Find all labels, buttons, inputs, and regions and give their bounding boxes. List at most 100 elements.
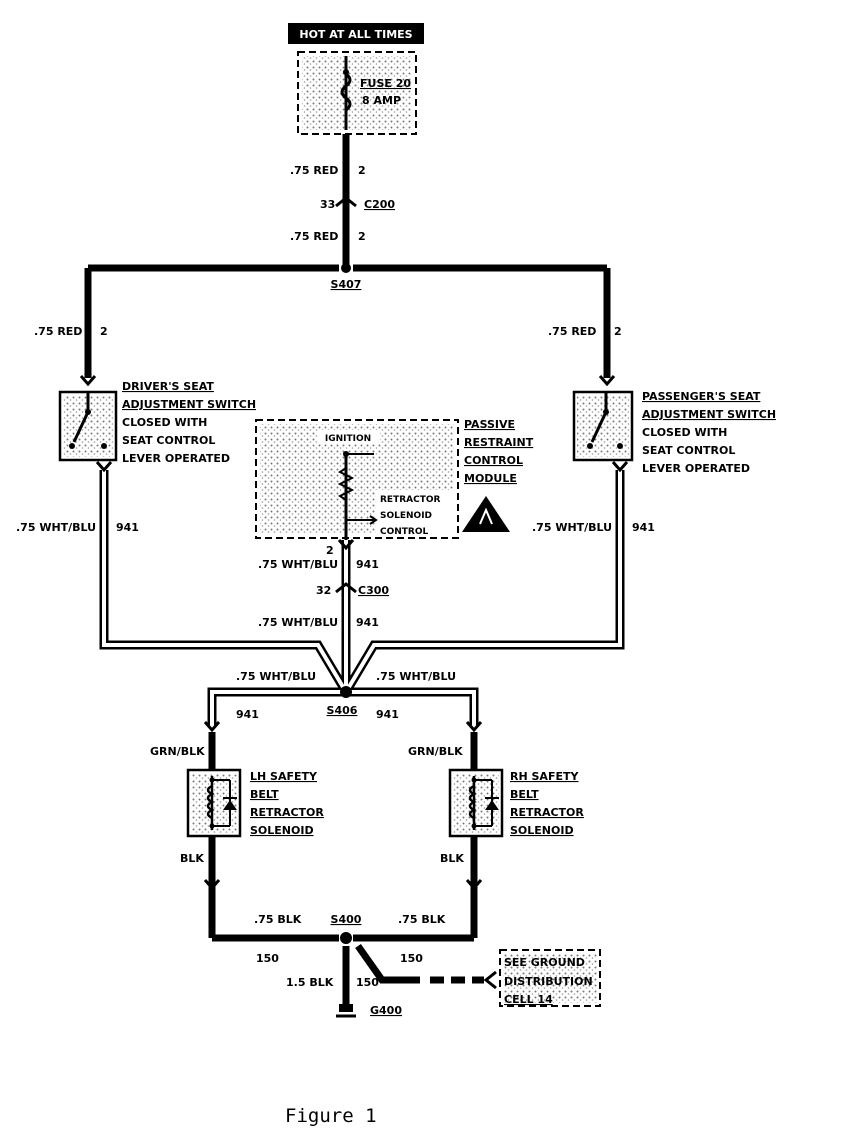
s407-splice-dot — [341, 263, 351, 273]
c200-label: C200 — [364, 198, 395, 211]
top-wire-label-upper: .75 RED — [290, 164, 338, 177]
right-red-circuit: 2 — [614, 325, 622, 338]
top-wire-circuit-lower: 2 — [358, 230, 366, 243]
driver-seat-switch — [58, 390, 118, 462]
lh-diode-icon — [223, 800, 237, 810]
left-switch-out-circuit: 941 — [116, 521, 139, 534]
right-blk-label: BLK — [440, 852, 464, 865]
right-switch-out-arrow-icon — [611, 461, 629, 473]
module-retractor-line-1: RETRACTOR — [380, 495, 441, 505]
driver-switch-line-2: ADJUSTMENT SWITCH — [122, 398, 256, 411]
rh-solenoid — [448, 768, 504, 838]
top-wire-label-lower: .75 RED — [290, 230, 338, 243]
lh-solenoid-line-3: RETRACTOR — [250, 806, 324, 819]
right-arrow-icon — [598, 375, 616, 387]
ground-dist-arrow-icon — [483, 970, 497, 990]
right-branch-arrow-icon — [465, 721, 483, 733]
driver-switch-icon — [72, 411, 90, 443]
left-switch-out-arrow-icon — [95, 461, 113, 473]
left-red-circuit: 2 — [100, 325, 108, 338]
ground-dist-wire — [355, 943, 420, 984]
s400-label: S400 — [331, 913, 362, 926]
see-ground-line-3: CELL 14 — [504, 993, 553, 1006]
see-ground-line-1: SEE GROUND — [504, 956, 585, 969]
lh-solenoid — [186, 768, 242, 838]
left-bottom-blk-label: .75 BLK — [254, 913, 302, 926]
c200-connector-icon — [335, 196, 357, 208]
top-connector-pin: 33 — [320, 198, 335, 211]
rh-solenoid-line-3: RETRACTOR — [510, 806, 584, 819]
ground-symbol-icon — [336, 1004, 356, 1018]
left-ground-circuit: 150 — [256, 952, 279, 965]
lh-solenoid-line-2: BELT — [250, 788, 279, 801]
module-out-circuit-upper: 941 — [356, 558, 379, 571]
left-branch-label: .75 WHT/BLU — [236, 670, 316, 683]
module-out-connector-pin: 32 — [316, 584, 331, 597]
s407-label: S407 — [331, 278, 362, 291]
hot-at-all-times-banner — [288, 23, 424, 44]
resistor-icon — [337, 467, 355, 501]
fuse-block: FUSE 20 8 AMP — [297, 51, 417, 135]
see-ground-distribution-box — [499, 949, 601, 1007]
ground-drop-circuit: 150 — [356, 976, 379, 989]
passenger-switch-line-3: CLOSED WITH — [642, 426, 727, 439]
left-switch-out-label: .75 WHT/BLU — [16, 521, 96, 534]
passenger-seat-switch — [572, 390, 634, 462]
module-name-line-1: PASSIVE — [464, 418, 515, 431]
right-grn-blk-label: GRN/BLK — [408, 745, 463, 758]
left-arrow-icon — [79, 375, 97, 387]
hot-at-all-times-label: HOT AT ALL TIMES — [299, 28, 412, 41]
right-blk-arrow-icon — [465, 879, 483, 891]
module-out-label-lower: .75 WHT/BLU — [258, 616, 338, 629]
passenger-switch-line-2: ADJUSTMENT SWITCH — [642, 408, 776, 421]
left-grn-blk-label: GRN/BLK — [150, 745, 205, 758]
right-switch-out-label: .75 WHT/BLU — [532, 521, 612, 534]
lh-solenoid-line-4: SOLENOID — [250, 824, 314, 837]
ground-drop-label: 1.5 BLK — [286, 976, 334, 989]
module-name-line-2: RESTRAINT — [464, 436, 534, 449]
fuse-name: FUSE 20 — [360, 77, 411, 90]
rh-solenoid-line-2: BELT — [510, 788, 539, 801]
driver-switch-line-3: CLOSED WITH — [122, 416, 207, 429]
c300-label: C300 — [358, 584, 389, 597]
module-out-circuit-lower: 941 — [356, 616, 379, 629]
module-ignition-label: IGNITION — [325, 434, 371, 444]
lh-solenoid-line-1: LH SAFETY — [250, 770, 318, 783]
module-retractor-line-3: CONTROL — [380, 527, 429, 537]
fuse-rating: 8 AMP — [362, 94, 401, 107]
right-switch-out-circuit: 941 — [632, 521, 655, 534]
module-retractor-line-2: SOLENOID — [380, 511, 432, 521]
right-branch-label: .75 WHT/BLU — [376, 670, 456, 683]
esd-warning-icon — [462, 496, 510, 532]
driver-switch-line-5: LEVER OPERATED — [122, 452, 230, 465]
see-ground-line-2: DISTRIBUTION — [504, 975, 593, 988]
c300-connector-icon — [335, 582, 357, 594]
passenger-switch-line-4: SEAT CONTROL — [642, 444, 735, 457]
g400-label: G400 — [370, 1004, 402, 1017]
module-out-label-upper: .75 WHT/BLU — [258, 558, 338, 571]
rh-solenoid-line-1: RH SAFETY — [510, 770, 579, 783]
passive-restraint-control-module — [255, 419, 459, 540]
module-pin-label: 2 — [326, 544, 334, 557]
top-wire-circuit-upper: 2 — [358, 164, 366, 177]
left-branch-arrow-icon — [203, 721, 221, 733]
passenger-switch-icon — [590, 411, 608, 443]
driver-switch-line-1: DRIVER'S SEAT — [122, 380, 214, 393]
right-branch-circuit: 941 — [376, 708, 399, 721]
right-ground-circuit: 150 — [400, 952, 423, 965]
passenger-switch-line-1: PASSENGER'S SEAT — [642, 390, 761, 403]
s406-splice-dot — [340, 686, 352, 698]
left-blk-arrow-icon — [203, 879, 221, 891]
lh-coil-icon — [206, 784, 215, 820]
left-blk-label: BLK — [180, 852, 204, 865]
left-branch-circuit: 941 — [236, 708, 259, 721]
module-out-arrow-icon — [337, 539, 355, 551]
passenger-switch-line-5: LEVER OPERATED — [642, 462, 750, 475]
right-red-label: .75 RED — [548, 325, 596, 338]
s406-label: S406 — [327, 704, 358, 717]
module-name-line-3: CONTROL — [464, 454, 523, 467]
rh-diode-icon — [485, 800, 499, 810]
module-name-line-4: MODULE — [464, 472, 517, 485]
wht-blu-wires — [99, 470, 625, 725]
